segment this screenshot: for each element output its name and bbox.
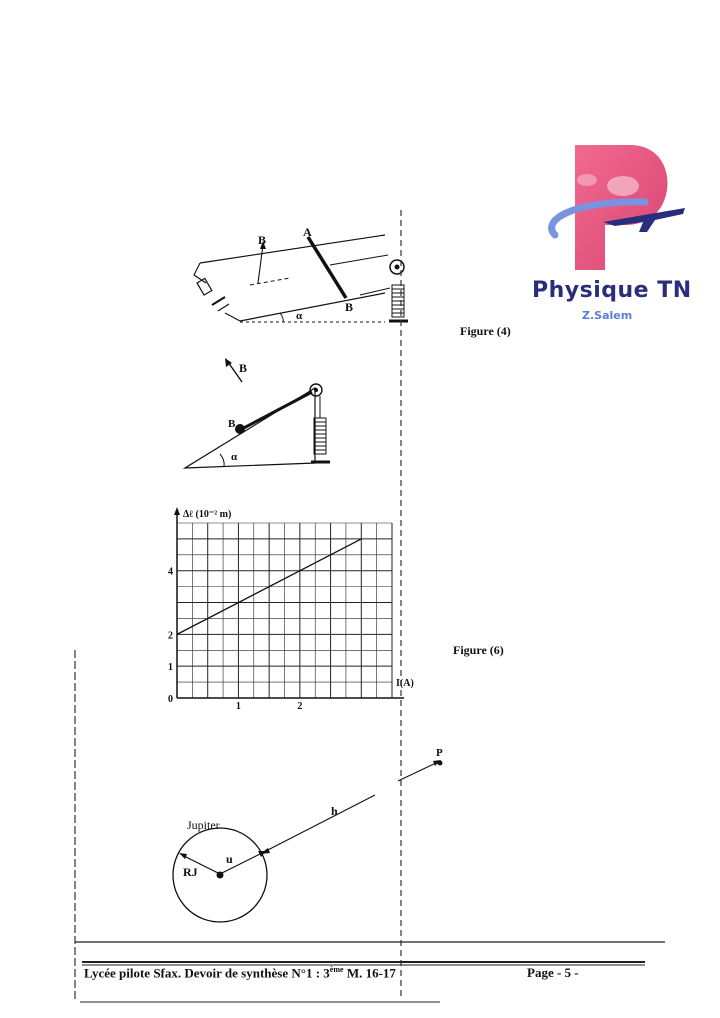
label-b-field-fig5: B <box>239 361 248 375</box>
pulley-icon <box>389 259 405 275</box>
spring-icon <box>389 284 408 323</box>
label-jupiter: Jupiter <box>187 818 220 832</box>
jupiter-circle <box>172 827 268 923</box>
y-tick-label-0: 0 <box>168 694 173 705</box>
physique-tn-logo <box>548 145 685 270</box>
logo-swoosh <box>548 198 649 239</box>
logo-subtitle: Z.Salem <box>582 309 633 322</box>
page-frame <box>74 650 665 1003</box>
label-radius: RJ <box>183 865 198 879</box>
footer-section: M. 16-17 <box>343 965 396 981</box>
footer-level-sup: ème <box>329 965 344 974</box>
spring-icon <box>311 417 330 464</box>
y-tick-label-1: 1 <box>168 662 173 673</box>
label-alpha: α <box>296 310 303 322</box>
ball-b <box>235 424 245 434</box>
label-alpha-fig5: α <box>231 451 238 463</box>
footer-school: Lycée pilote Sfax. Devoir de synthèse N°… <box>84 965 396 981</box>
label-height: h <box>331 804 338 818</box>
label-b-point-fig5: B <box>228 418 236 430</box>
series-line-0 <box>176 538 362 635</box>
conducting-bar-ab <box>306 236 348 299</box>
x-tick-label-2: 2 <box>297 701 302 712</box>
x-axis-label: I(A) <box>396 678 414 689</box>
pulley-icon <box>309 383 323 397</box>
label-a: A <box>303 225 312 239</box>
label-b-field: B <box>258 233 267 247</box>
airplane-icon <box>603 208 685 232</box>
y-tick-label-2: 2 <box>168 630 173 641</box>
vertical-fold-line <box>400 210 402 1000</box>
footer-school-text: Lycée pilote Sfax. Devoir de synthèse N°… <box>84 965 330 981</box>
footer-page-number: Page - 5 - <box>527 965 579 980</box>
logo-title: Physique TN <box>532 278 692 303</box>
logo-letter-p <box>575 145 668 270</box>
y-axis-label: Δℓ (10⁻² m) <box>183 509 231 520</box>
y-axis-arrow <box>174 507 180 515</box>
label-b-point: B <box>345 300 354 314</box>
y-tick-label-4: 4 <box>168 567 173 578</box>
label-point-p: P <box>436 747 443 759</box>
figure-7-jupiter-diagram <box>172 760 443 923</box>
figure-5-incline-diagram <box>182 358 330 469</box>
label-unit-vector: u <box>226 852 233 866</box>
figure-6-caption: Figure (6) <box>453 643 504 657</box>
figure-4-rails-diagram <box>193 234 408 323</box>
x-tick-label-1: 1 <box>236 701 241 712</box>
figure-4-caption: Figure (4) <box>460 324 511 338</box>
